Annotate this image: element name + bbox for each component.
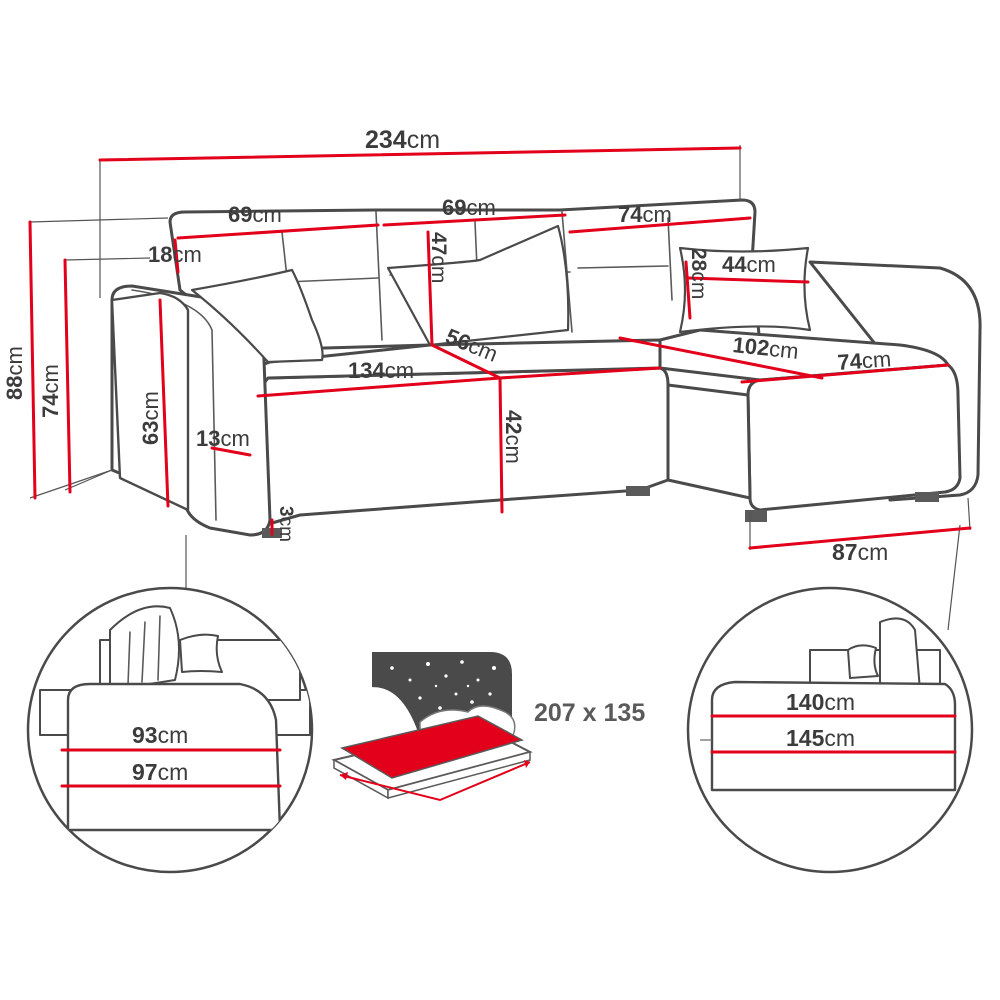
armrest-front-face (110, 291, 190, 512)
label-97: 97cm (132, 759, 188, 785)
dim-line-69-middle (382, 213, 567, 227)
backrest-seam (375, 211, 383, 341)
backrest-seam (285, 277, 379, 283)
dim-line-74-back (568, 216, 752, 234)
label-74-chaise: 74cm (837, 346, 892, 375)
dim-line-63 (158, 298, 170, 508)
dim-line-28 (684, 260, 692, 320)
label-47: 47cm (427, 232, 450, 283)
label-63: 63cm (138, 391, 163, 445)
dim-line-88 (28, 220, 37, 500)
dim-line-102 (618, 336, 824, 380)
label-42: 42cm (501, 410, 526, 464)
sofa-leg (626, 486, 650, 496)
label-69-left: 69cm (228, 202, 282, 227)
dim-line-74-height (63, 258, 72, 494)
label-69-middle: 69cm (442, 195, 496, 220)
dim-line-42 (498, 376, 504, 514)
dim-line-134b (498, 366, 662, 380)
bed-size-label: 207 x 135 (534, 699, 645, 727)
dim-line-87 (748, 526, 972, 550)
label-74-height: 74cm (38, 364, 63, 418)
sofa-drawing (110, 198, 982, 538)
armrest-seam (131, 289, 217, 521)
dim-line-47 (426, 230, 434, 347)
label-234: 234cm (365, 126, 440, 154)
label-13: 13cm (196, 426, 250, 451)
dim-line-44 (686, 276, 810, 284)
chaise-front-block (746, 363, 962, 512)
chaise-pillow (678, 246, 812, 334)
label-3: 3cm (275, 506, 296, 542)
left-pillow (190, 268, 324, 364)
label-93: 93cm (132, 722, 188, 748)
sofa-leg (745, 510, 767, 522)
label-44: 44cm (722, 252, 776, 277)
right-detail-circle: 140cm 145cm (686, 586, 974, 874)
star-icon (384, 660, 502, 728)
label-140: 140cm (786, 689, 855, 715)
bed-function-icon (331, 652, 533, 802)
label-28: 28cm (687, 248, 710, 299)
dim-line-69-left (176, 223, 380, 240)
backrest-seam (667, 217, 673, 301)
dim-line-13 (210, 446, 252, 457)
dim-line-56 (430, 343, 502, 380)
label-87: 87cm (832, 539, 888, 565)
sofa-leg (915, 492, 939, 502)
label-145: 145cm (786, 725, 855, 751)
label-134: 134cm (348, 358, 414, 383)
label-18: 18cm (148, 242, 202, 267)
dim-line-234 (98, 146, 742, 162)
dim-line-134a (256, 376, 502, 398)
dim-line-18 (173, 238, 180, 274)
dimension-lines (28, 146, 972, 550)
dim-line-74-chaise (740, 363, 950, 384)
left-detail-circle: 93cm 97cm (26, 586, 314, 874)
backrest-seam (577, 265, 669, 269)
middle-pillow (386, 224, 570, 347)
label-88: 88cm (2, 346, 27, 400)
label-74-back: 74cm (618, 202, 672, 227)
label-102: 102cm (731, 332, 799, 364)
chaise-base (666, 383, 752, 500)
